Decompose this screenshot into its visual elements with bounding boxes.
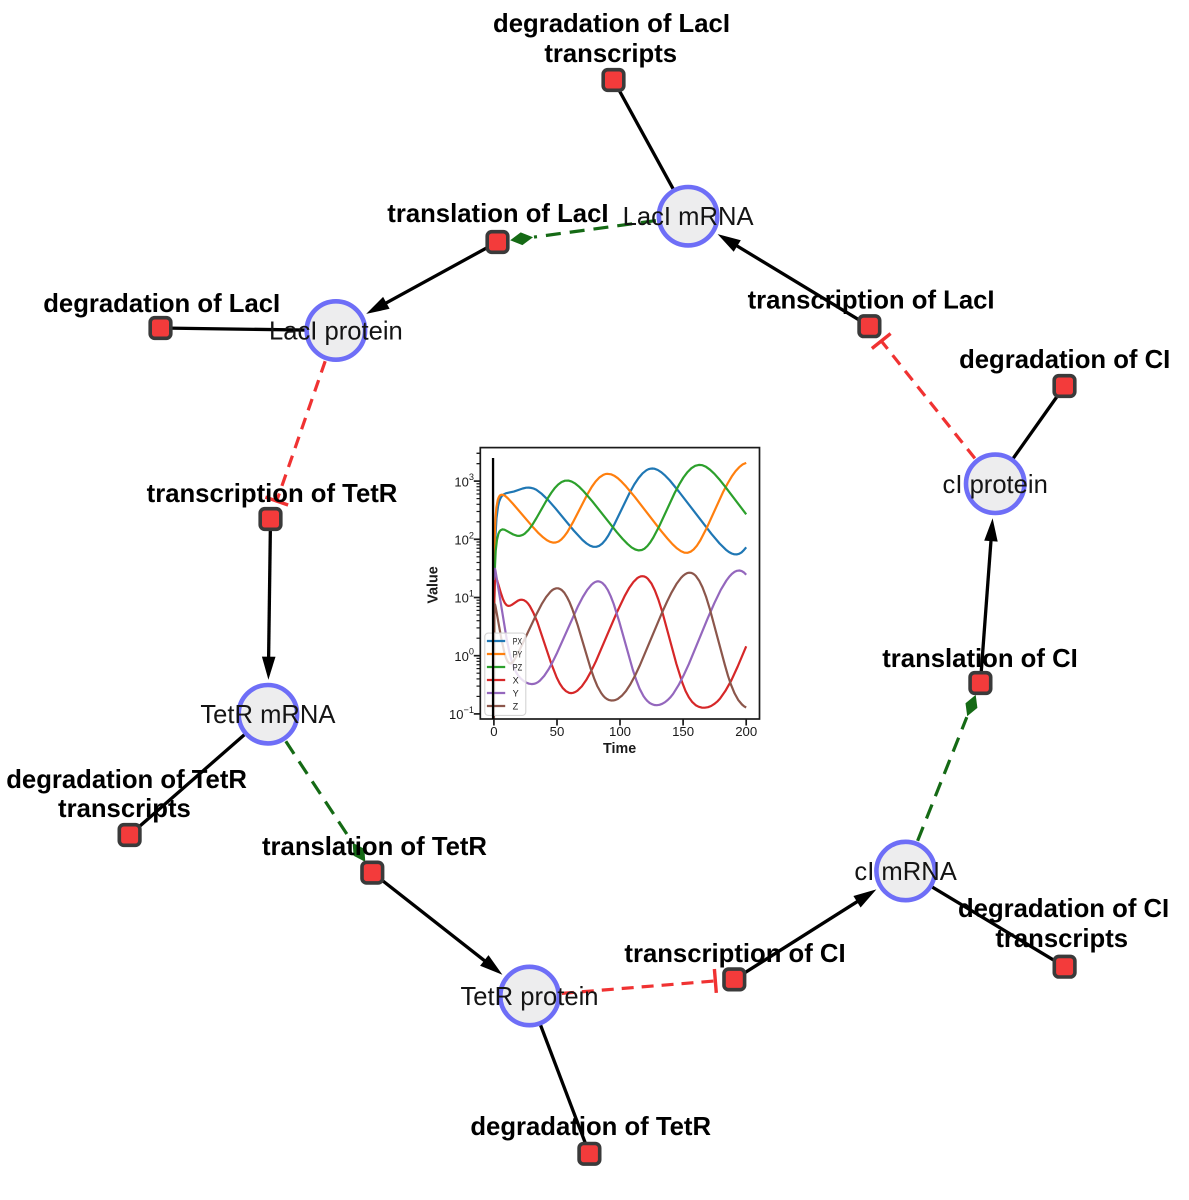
svg-text:Value: Value [425,566,441,603]
svg-text:TetR mRNA: TetR mRNA [200,701,336,729]
svg-text:translation of TetR: translation of TetR [262,833,487,861]
svg-text:PZ: PZ [513,662,523,672]
svg-text:LacI mRNA: LacI mRNA [623,203,755,231]
svg-text:Z: Z [513,701,519,711]
svg-text:degradation of CI: degradation of CI [959,346,1170,374]
svg-text:degradation of LacI: degradation of LacI [43,290,280,318]
svg-text:transcription of LacI: transcription of LacI [748,287,995,315]
svg-text:transcription of CI: transcription of CI [624,940,845,968]
svg-text:translation of CI: translation of CI [882,645,1078,673]
svg-text:translation of LacI: translation of LacI [387,200,608,228]
svg-text:cI protein: cI protein [943,471,1048,499]
svg-text:100: 100 [609,724,631,739]
svg-text:PX: PX [513,636,523,646]
svg-text:degradation of CI: degradation of CI [958,895,1169,923]
svg-text:LacI protein: LacI protein [269,318,403,346]
svg-text:0: 0 [490,724,497,739]
svg-text:PY: PY [513,649,523,659]
svg-text:degradation of LacI: degradation of LacI [493,10,730,38]
svg-text:transcripts: transcripts [544,40,677,68]
svg-text:transcripts: transcripts [58,795,191,823]
svg-text:transcripts: transcripts [995,925,1128,953]
svg-text:X: X [513,675,519,685]
svg-text:Y: Y [513,688,519,698]
svg-text:degradation of TetR: degradation of TetR [470,1113,711,1141]
svg-text:TetR protein: TetR protein [461,983,599,1011]
svg-text:degradation of TetR: degradation of TetR [6,766,247,794]
svg-text:200: 200 [735,724,757,739]
svg-text:150: 150 [672,724,694,739]
svg-text:transcription of TetR: transcription of TetR [147,480,398,508]
svg-text:50: 50 [550,724,565,739]
svg-text:Time: Time [603,741,636,757]
svg-text:cI mRNA: cI mRNA [854,858,957,886]
